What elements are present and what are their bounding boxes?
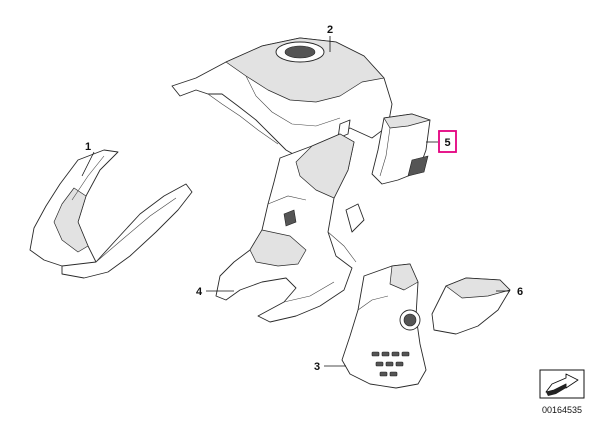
callout-1[interactable]: 1 [85,141,91,153]
part-4-side-trim[interactable] [215,133,365,323]
part-1-front-fairing[interactable] [29,149,193,279]
callout-6[interactable]: 6 [517,286,523,298]
direction-arrow-icon [539,369,585,399]
callout-4[interactable]: 4 [196,286,203,298]
part-6-pad[interactable] [431,277,511,335]
part-5-inner-cover[interactable] [371,113,431,185]
callout-2[interactable]: 2 [327,24,333,36]
part-3-switch-panel[interactable] [341,263,427,389]
switch-buttons [371,351,410,377]
part-2-tank-cover[interactable] [171,37,393,159]
callout-5-highlight-box [438,130,457,153]
reference-number: 00164535 [542,405,582,415]
leader-line-1 [81,151,95,177]
callout-3[interactable]: 3 [314,361,320,373]
callout-5[interactable]: 5 [444,137,450,149]
